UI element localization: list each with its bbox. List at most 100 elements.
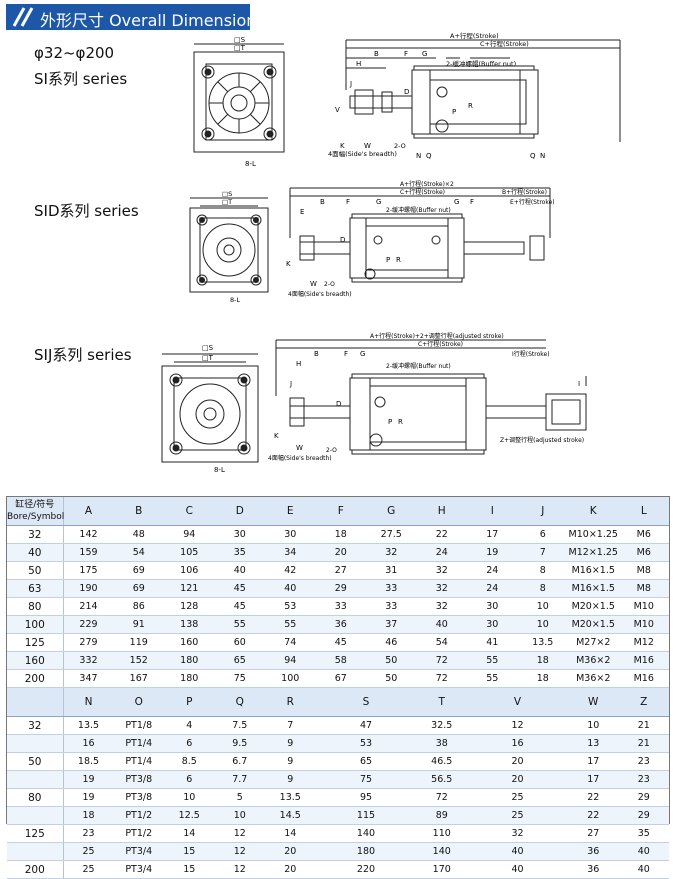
table-cell: 20	[315, 543, 366, 562]
table-cell: 36	[568, 842, 619, 861]
table-cell: M8	[618, 561, 669, 580]
sid-front-view	[189, 197, 269, 293]
table-cell: 40	[618, 842, 669, 861]
table-cell: M16×1.5	[568, 561, 619, 580]
bore-cell: 125	[7, 633, 64, 652]
table-cell: 53	[265, 597, 316, 616]
si-letter-k: K	[340, 142, 345, 150]
si-bore-range: φ32~φ200	[34, 44, 115, 62]
table-cell: 27.5	[366, 525, 417, 544]
si-side-view	[345, 39, 621, 142]
table-cell: M20×1.5	[568, 597, 619, 616]
table1-col-header: B	[113, 497, 164, 526]
table-cell: 41	[467, 633, 518, 652]
table2-corner	[7, 687, 64, 717]
sid-label-t: □T	[222, 198, 232, 206]
table-cell: 30	[214, 525, 265, 544]
table-cell: 55	[467, 651, 518, 670]
table-cell: 25	[63, 860, 114, 879]
table-cell: 29	[618, 806, 669, 825]
table-cell: 8	[517, 579, 568, 598]
bore-cell	[7, 734, 64, 753]
sij-drawing: □S □T 8-L A+行程(Stroke)+2+调整行程(adjusted s…	[161, 332, 587, 474]
sid-label-breadth: 4面幅(Side's breadth)	[288, 290, 352, 298]
sid-letter-f: F	[346, 198, 350, 206]
table-cell: 74	[265, 633, 316, 652]
sij-label-breadth: 4面幅(Side's breadth)	[268, 454, 332, 462]
table2-col-header: V	[467, 687, 568, 717]
table-cell: 46.5	[416, 752, 467, 771]
bore-cell: 80	[7, 597, 64, 616]
table-cell: 30	[467, 597, 518, 616]
table-cell: 60	[214, 633, 265, 652]
table-cell: M10×1.25	[568, 525, 619, 544]
table-cell: 22	[416, 525, 467, 544]
table-cell: 180	[164, 669, 215, 688]
table-cell: 50	[366, 669, 417, 688]
si-series-label: SI系列 series	[34, 70, 128, 88]
table-cell: 32.5	[416, 716, 467, 735]
sij-label-s: □S	[202, 344, 214, 352]
sid-letter-w: W	[310, 280, 317, 288]
table-cell: 55	[214, 615, 265, 634]
table-cell: 67	[315, 669, 366, 688]
table-cell: 170	[416, 860, 467, 879]
table-cell: 15	[164, 860, 215, 879]
table-cell: 33	[315, 597, 366, 616]
si-label-8l: 8-L	[245, 160, 256, 168]
table-cell: 33	[366, 579, 417, 598]
sij-label-adjusted: Z+调整行程(adjusted stroke)	[500, 436, 584, 444]
si-front-view	[193, 43, 285, 153]
table-cell: 167	[113, 669, 164, 688]
table-cell: PT3/4	[113, 860, 164, 879]
table-cell: 45	[214, 579, 265, 598]
table-cell: 13.5	[63, 716, 114, 735]
table-cell: 180	[315, 842, 417, 861]
table1-col-header: A	[63, 497, 114, 526]
sij-letter-j: J	[289, 380, 292, 388]
table-cell: 27	[315, 561, 366, 580]
bore-symbol-en: Bore/Symbol	[7, 512, 65, 522]
si-drawing: □S □T 8-L A+行程(Stroke) C+行程(Stroke) 2-缓冲…	[193, 31, 621, 168]
table-cell: 9	[265, 752, 316, 771]
table-cell: 9	[265, 734, 316, 753]
sij-series-label: SIJ系列 series	[34, 346, 132, 364]
si-label-buffer: 2-缓冲螺帽(Buffer nut)	[446, 59, 516, 68]
table-cell: 32	[366, 543, 417, 562]
table-cell: 6	[164, 734, 215, 753]
table-cell: 17	[568, 752, 619, 771]
table-cell: 31	[366, 561, 417, 580]
bore-cell: 40	[7, 543, 64, 562]
bore-cell: 50	[7, 561, 64, 580]
table-cell: 36	[568, 860, 619, 879]
table-cell: 19	[467, 543, 518, 562]
table-cell: M20×1.5	[568, 615, 619, 634]
table-cell: 10	[568, 716, 619, 735]
table2-col-header: W	[568, 687, 619, 717]
si-label-c-stroke: C+行程(Stroke)	[480, 39, 529, 48]
table-cell: 45	[214, 597, 265, 616]
table-cell: 40	[467, 860, 568, 879]
table-cell: 18.5	[63, 752, 114, 771]
table-cell: 7	[265, 716, 316, 735]
table-cell: 12	[214, 824, 265, 843]
table-cell: M16×1.5	[568, 579, 619, 598]
sij-letter-k: K	[274, 432, 279, 440]
table-cell: 35	[214, 543, 265, 562]
table-cell: 5	[214, 788, 265, 807]
si-letter-q: Q	[426, 152, 432, 160]
table-cell: 12	[214, 860, 265, 879]
table2-col-header: O	[113, 687, 164, 717]
sid-side-view	[289, 187, 551, 283]
table-cell: 6	[164, 770, 215, 789]
table-cell: 30	[467, 615, 518, 634]
table-cell: 14.5	[265, 806, 316, 825]
